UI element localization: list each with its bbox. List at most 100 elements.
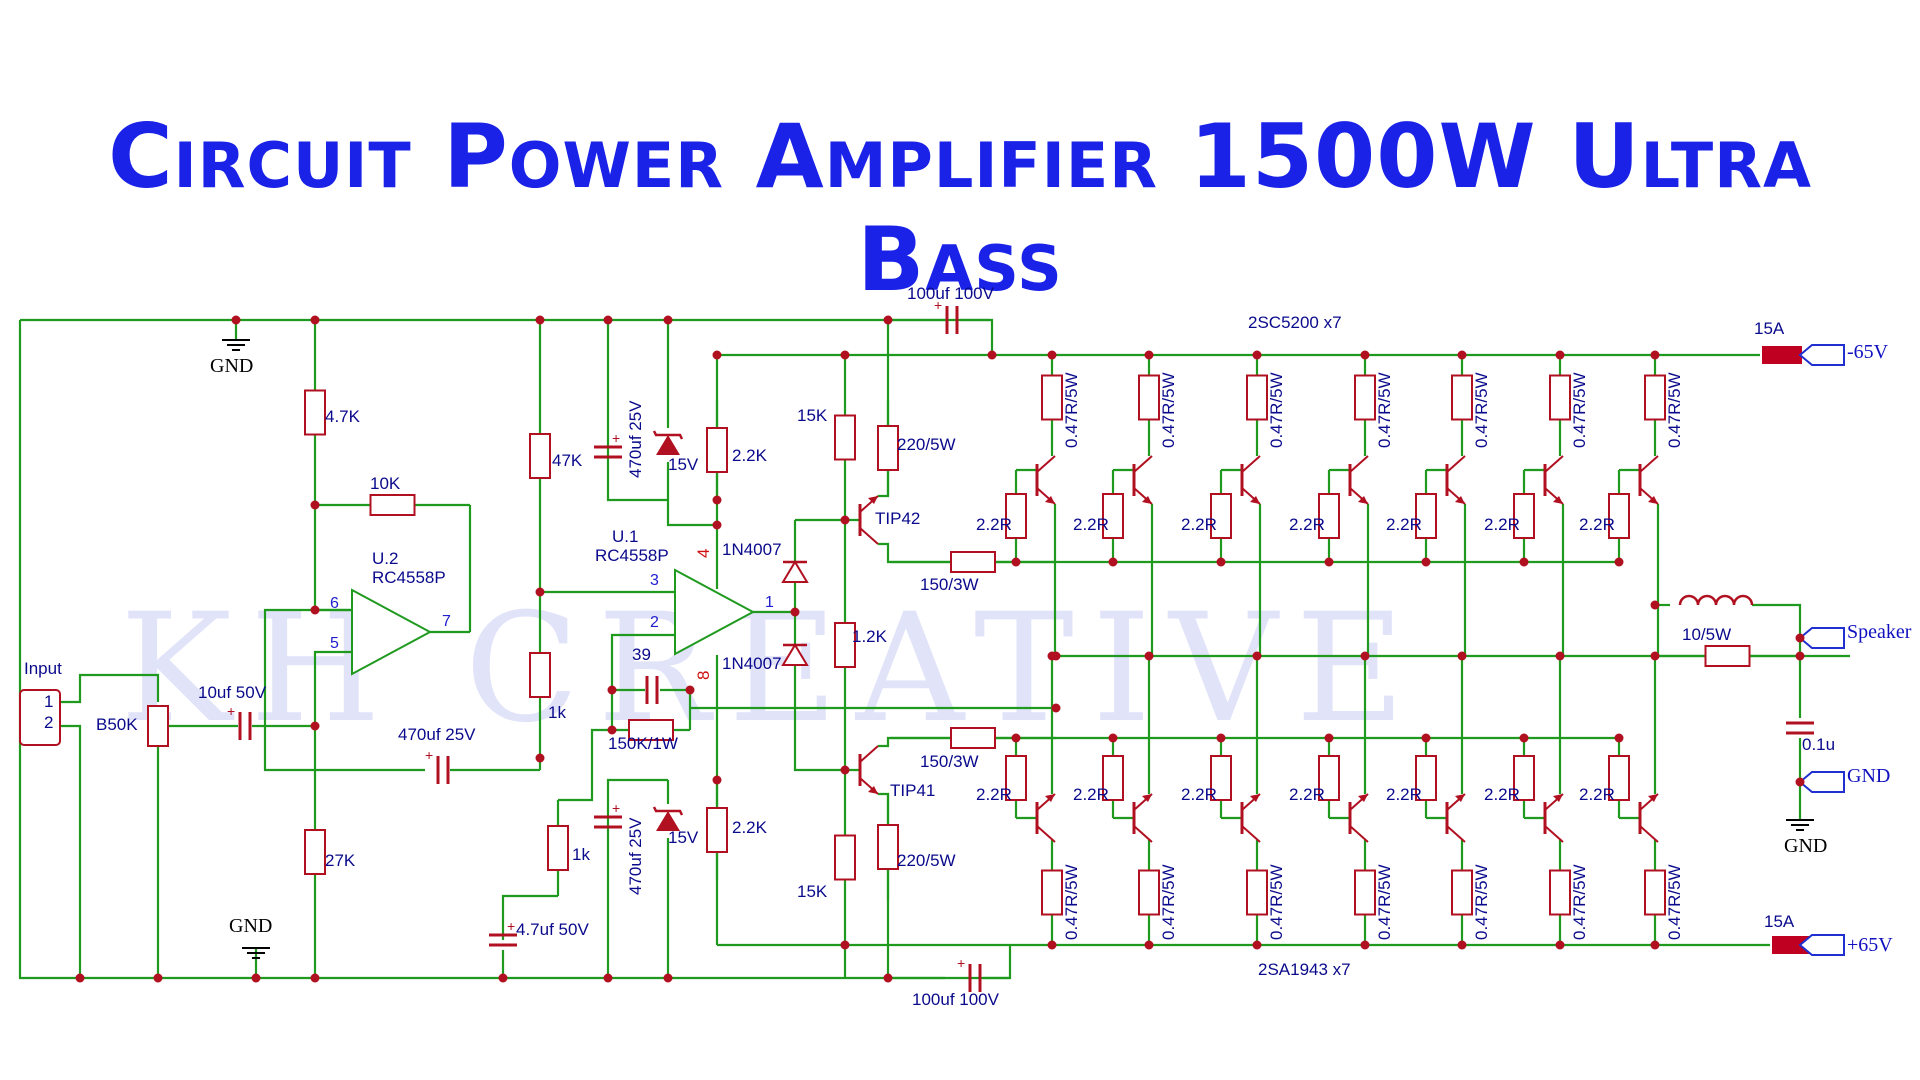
r-27k-label: 27K	[325, 851, 356, 870]
r-10-5w	[1704, 645, 1751, 667]
junction-dot	[1324, 557, 1334, 567]
transistor-lead	[1036, 825, 1056, 843]
emitter-label-top: 0.47R/5W	[1159, 372, 1178, 448]
terminal-gnd	[1798, 771, 1845, 793]
wire	[610, 633, 675, 690]
input-connector	[19, 689, 61, 746]
fuse-top-label: 15A	[1754, 319, 1785, 338]
emitter-resistor-bot	[1451, 869, 1473, 916]
zener-bar	[652, 806, 684, 816]
fuse-bot-label: 15A	[1764, 912, 1795, 931]
connector-pin2: 2	[44, 713, 53, 732]
base-resistor-top	[1005, 493, 1027, 539]
junction-dot	[535, 315, 545, 325]
base-label-top: 2.2R	[1181, 515, 1217, 534]
u1-pin3: 3	[650, 572, 659, 589]
base-resistor-bot	[1415, 755, 1437, 801]
polarity-mark: +	[612, 430, 620, 446]
junction-dot	[1795, 777, 1805, 787]
junction-dot	[1047, 940, 1057, 950]
junction-dot	[1421, 557, 1431, 567]
junction-dot	[790, 607, 800, 617]
emitter-label-bot: 0.47R/5W	[1267, 864, 1286, 940]
junction-dot	[883, 973, 893, 983]
junction-dot	[1650, 600, 1660, 610]
junction-dot	[1360, 651, 1370, 661]
base-resistor-bot	[1318, 755, 1340, 801]
neg-rail-label: -65V	[1847, 341, 1889, 363]
emitter-label-top: 0.47R/5W	[1062, 372, 1081, 448]
junction-dot	[1360, 350, 1370, 360]
junction-dot	[840, 350, 850, 360]
zener-top	[656, 435, 680, 455]
r-1-2k-label: 1.2K	[852, 627, 888, 646]
speaker-label: Speaker	[1847, 621, 1912, 643]
base-label-bot: 2.2R	[1579, 785, 1615, 804]
junction-dot	[840, 765, 850, 775]
fuse-bot	[1772, 936, 1812, 954]
base-resistor-bot	[1210, 755, 1232, 801]
junction-dot	[1144, 940, 1154, 950]
r-1k-a	[529, 652, 551, 698]
r-1k-b-label: 1k	[572, 845, 590, 864]
transistor-lead	[1133, 455, 1153, 473]
diode-bot-label: 1N4007	[722, 654, 782, 673]
c39-label: 39	[632, 645, 651, 664]
fuse-top	[1762, 346, 1802, 364]
polarity-mark: +	[934, 297, 942, 313]
transistor-lead	[859, 527, 879, 545]
transistor-arrow	[1648, 496, 1658, 504]
emitter-resistor-bot	[1354, 869, 1376, 916]
r-10k	[369, 494, 416, 516]
junction-dot	[1360, 940, 1370, 950]
base-label-top: 2.2R	[1579, 515, 1615, 534]
r-150-bot-label: 150/3W	[920, 752, 979, 771]
wire	[793, 520, 860, 772]
wire	[313, 650, 352, 726]
junction-dot	[1324, 733, 1334, 743]
junction-dot	[1519, 557, 1529, 567]
r-15k-top	[834, 414, 856, 461]
transistor-lead	[1639, 455, 1659, 473]
polarity-mark: +	[957, 955, 965, 971]
base-label-bot: 2.2R	[1386, 785, 1422, 804]
r-220-top-label: 220/5W	[897, 435, 956, 454]
base-resistor-top	[1102, 493, 1124, 539]
u2-pin5: 5	[330, 635, 339, 652]
wire	[60, 673, 160, 704]
emitter-label-bot: 0.47R/5W	[1062, 864, 1081, 940]
junction-dot	[1144, 651, 1154, 661]
emitter-resistor-top	[1644, 374, 1666, 421]
r-1-2k	[834, 622, 856, 668]
emitter-label-top: 0.47R/5W	[1375, 372, 1394, 448]
emitter-resistor-top	[1354, 374, 1376, 421]
junction-dot	[1051, 703, 1061, 713]
junction-dot	[1457, 350, 1467, 360]
junction-dot	[535, 587, 545, 597]
junction-dot	[1252, 350, 1262, 360]
junction-dot	[1795, 651, 1805, 661]
transistor-lead	[1349, 825, 1369, 843]
transistor-lead	[1241, 825, 1261, 843]
junction-dot	[310, 605, 320, 615]
base-label-top: 2.2R	[1289, 515, 1325, 534]
polarity-mark: +	[227, 703, 235, 719]
transistor-lead	[859, 745, 879, 763]
u1-part: RC4558P	[595, 546, 669, 565]
base-resistor-bot	[1608, 755, 1630, 801]
opamp-u1	[674, 568, 756, 656]
junction-dot	[1614, 733, 1624, 743]
terminal-pos	[1798, 934, 1845, 956]
npn-bank-label: 2SC5200 x7	[1248, 313, 1342, 332]
emitter-resistor-top	[1451, 374, 1473, 421]
r-47k-label: 47K	[552, 451, 583, 470]
terminal-gnd-label: GND	[1847, 765, 1890, 787]
junction-dot	[663, 973, 673, 983]
connector-label: Input	[24, 659, 62, 678]
transistor-arrow	[1045, 496, 1055, 504]
junction-dot	[1555, 350, 1565, 360]
bottom-ground-rail	[18, 320, 1010, 980]
base-label-top: 2.2R	[1386, 515, 1422, 534]
junction-dot	[1216, 733, 1226, 743]
opamp-u2	[351, 588, 433, 676]
